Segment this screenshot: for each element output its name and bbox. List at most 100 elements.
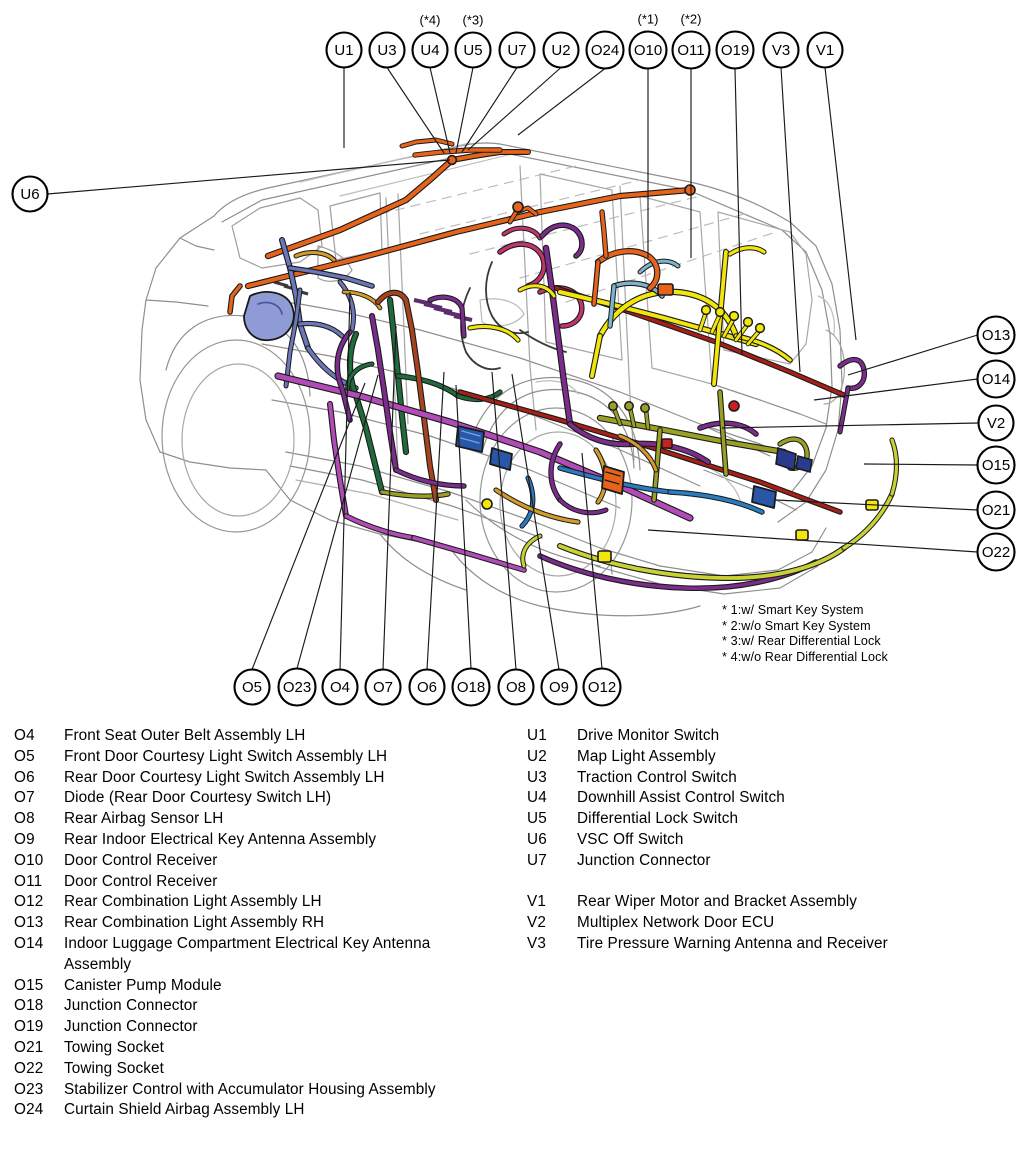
callout-o14[interactable]: O14	[976, 359, 1016, 399]
callout-u3[interactable]: U3	[368, 31, 406, 69]
connector-dots-red	[661, 400, 740, 449]
callout-circle-o6[interactable]	[408, 668, 446, 706]
callout-o21[interactable]: O21	[976, 490, 1016, 530]
callout-o9[interactable]: O9	[540, 668, 578, 706]
callout-o19[interactable]: O19	[715, 30, 755, 70]
callout-label-o8: O8	[506, 679, 526, 696]
callout-u2[interactable]: U2	[542, 31, 580, 69]
list-item-description: Rear Door Courtesy Light Switch Assembly…	[64, 768, 385, 786]
callout-o8[interactable]: O8	[497, 668, 535, 706]
callout-o12[interactable]: O12	[582, 667, 622, 707]
list-item-code: O23	[14, 1080, 44, 1098]
callout-circle-u3[interactable]	[368, 31, 406, 69]
list-item-code: O10	[14, 851, 44, 869]
callout-circle-o18[interactable]	[451, 667, 491, 707]
callout-o11[interactable]: O11	[671, 30, 711, 70]
callout-label-v2: V2	[987, 415, 1005, 432]
list-item-code: O22	[14, 1059, 44, 1077]
callout-circle-o9[interactable]	[540, 668, 578, 706]
list-item-description: Front Seat Outer Belt Assembly LH	[64, 727, 306, 744]
list-item-code: O8	[14, 810, 35, 828]
callout-label-o13: O13	[982, 327, 1010, 344]
callout-circle-o4[interactable]	[321, 668, 359, 706]
callout-label-u3: U3	[377, 42, 396, 59]
callout-circle-v3[interactable]	[762, 31, 800, 69]
callout-o10[interactable]: O10	[628, 30, 668, 70]
list-item-code: O5	[14, 747, 35, 765]
list-item-code: U3	[527, 768, 547, 786]
callout-o5[interactable]: O5	[233, 668, 271, 706]
list-item-code: O24	[14, 1101, 44, 1119]
callout-label-o23: O23	[283, 679, 311, 696]
callout-circle-u4[interactable]	[411, 31, 449, 69]
callout-v1[interactable]: V1	[806, 31, 844, 69]
callout-circle-o19[interactable]	[715, 30, 755, 70]
callout-label-u5: U5	[463, 42, 482, 59]
callout-label-o21: O21	[982, 502, 1010, 519]
callout-circle-o12[interactable]	[582, 667, 622, 707]
callout-o6[interactable]: O6	[408, 668, 446, 706]
callout-circle-o10[interactable]	[628, 30, 668, 70]
callout-u7[interactable]: U7	[498, 31, 536, 69]
callout-u1[interactable]: U1	[325, 31, 363, 69]
callout-o23[interactable]: O23	[277, 667, 317, 707]
callout-circle-o14[interactable]	[976, 359, 1016, 399]
callout-o4[interactable]: O4	[321, 668, 359, 706]
callout-circle-u5[interactable]	[454, 31, 492, 69]
parts-list-group-gap	[527, 872, 1027, 893]
callout-circle-o5[interactable]	[233, 668, 271, 706]
callout-circle-o11[interactable]	[671, 30, 711, 70]
harness-pink-rear-pillar	[497, 225, 585, 329]
legend-note-3: * 3:w/ Rear Differential Lock	[722, 634, 881, 649]
leader-line-u6	[47, 159, 451, 195]
connector-cluster-darkblue	[775, 446, 813, 474]
list-item-description: Junction Connector	[64, 1018, 198, 1036]
callout-o7[interactable]: O7	[364, 668, 402, 706]
callout-circle-v2[interactable]	[977, 404, 1015, 442]
callout-o24[interactable]: O24	[585, 30, 625, 70]
callout-label-o7: O7	[373, 679, 393, 696]
callout-v2[interactable]: V2	[977, 404, 1015, 442]
callout-circle-u7[interactable]	[498, 31, 536, 69]
leader-line-o19	[734, 68, 743, 356]
list-item-code: O14	[14, 934, 44, 952]
list-item-description: Indoor Luggage Compartment Electrical Ke…	[64, 934, 431, 952]
callout-circle-o7[interactable]	[364, 668, 402, 706]
callout-u6[interactable]: U6	[11, 175, 49, 213]
callout-circle-u1[interactable]	[325, 31, 363, 69]
legend-note-2: * 2:w/o Smart Key System	[722, 618, 871, 633]
callout-o15[interactable]: O15	[976, 445, 1016, 485]
star-note-u4: (*4)	[420, 13, 441, 28]
callout-circle-o23[interactable]	[277, 667, 317, 707]
callout-v3[interactable]: V3	[762, 31, 800, 69]
callout-o18[interactable]: O18	[451, 667, 491, 707]
callout-circle-u6[interactable]	[11, 175, 49, 213]
callout-u5[interactable]: U5	[454, 31, 492, 69]
callout-circle-o21[interactable]	[976, 490, 1016, 530]
list-item-description: Rear Wiper Motor and Bracket Assembly	[577, 893, 857, 911]
callout-o13[interactable]: O13	[976, 315, 1016, 355]
leader-line-o15	[863, 463, 978, 466]
callout-u4[interactable]: U4	[411, 31, 449, 69]
callout-o22[interactable]: O22	[976, 532, 1016, 572]
callout-circle-o15[interactable]	[976, 445, 1016, 485]
callout-label-o12: O12	[588, 679, 616, 696]
star-note-o11: (*2)	[681, 12, 702, 27]
harness-lightblue-rear	[455, 258, 777, 529]
callout-circle-o8[interactable]	[497, 668, 535, 706]
callout-circle-o13[interactable]	[976, 315, 1016, 355]
leader-line-o9	[511, 373, 560, 670]
callout-circle-v1[interactable]	[806, 31, 844, 69]
callout-circle-o22[interactable]	[976, 532, 1016, 572]
list-item-description: Canister Pump Module	[64, 976, 222, 994]
callout-circle-o24[interactable]	[585, 30, 625, 70]
callout-circle-u2[interactable]	[542, 31, 580, 69]
